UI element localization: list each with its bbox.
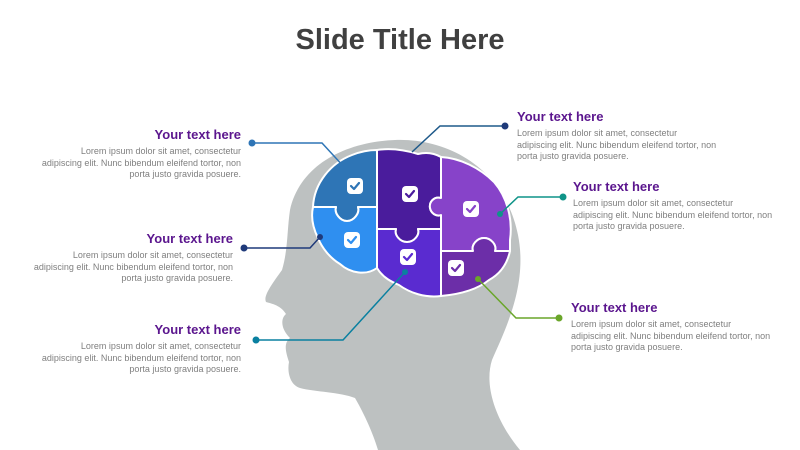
text-block-mid-right: Your text here Lorem ipsum dolor sit ame… (573, 179, 773, 233)
text-block-body: Lorem ipsum dolor sit amet, consectetur … (517, 128, 717, 161)
text-block-heading: Your text here (517, 109, 604, 124)
connectors (240, 122, 567, 344)
connector-dot-icon (559, 193, 567, 201)
text-block-heading: Your text here (573, 179, 660, 194)
text-block-mid-left: Your text here Lorem ipsum dolor sit ame… (33, 231, 233, 285)
check-badges (344, 178, 479, 276)
connector-mid-left (240, 234, 323, 252)
text-block-body: Lorem ipsum dolor sit amet, consectetur … (41, 341, 241, 374)
check-badge-icon (463, 201, 479, 217)
connector-dot-icon (248, 139, 256, 147)
check-badge-icon (402, 186, 418, 202)
connector-dot-icon (240, 244, 248, 252)
connector-dot-icon (497, 211, 503, 217)
text-block-heading: Your text here (154, 322, 241, 337)
check-badge-icon (448, 260, 464, 276)
connector-bottom-left (252, 269, 408, 344)
connector-dot-icon (252, 336, 260, 344)
text-block-heading: Your text here (146, 231, 233, 246)
text-block-heading: Your text here (571, 300, 658, 315)
connector-bottom-right (475, 276, 563, 322)
connector-dot-icon (402, 269, 408, 275)
slide-title: Slide Title Here (295, 24, 505, 56)
brain-puzzle (311, 148, 512, 298)
connector-dot-icon (317, 234, 323, 240)
text-block-body: Lorem ipsum dolor sit amet, consectetur … (33, 250, 233, 283)
connector-dot-icon (555, 314, 563, 322)
connector-top-right (411, 122, 509, 153)
connector-dot-icon (475, 276, 481, 282)
text-block-heading: Your text here (154, 127, 241, 142)
text-block-body: Lorem ipsum dolor sit amet, consectetur … (41, 146, 241, 179)
text-block-bottom-right: Your text here Lorem ipsum dolor sit ame… (571, 300, 771, 354)
connector-mid-right (497, 193, 567, 217)
connector-top-left (248, 139, 346, 169)
text-block-bottom-left: Your text here Lorem ipsum dolor sit ame… (41, 322, 241, 376)
text-block-top-left: Your text here Lorem ipsum dolor sit ame… (41, 127, 241, 181)
connector-dot-icon (501, 122, 509, 130)
puzzle-piece-bottom-right (440, 237, 511, 297)
text-block-body: Lorem ipsum dolor sit amet, consectetur … (571, 319, 771, 352)
text-block-top-right: Your text here Lorem ipsum dolor sit ame… (517, 109, 717, 163)
text-block-body: Lorem ipsum dolor sit amet, consectetur … (573, 198, 773, 231)
check-badge-icon (344, 232, 360, 248)
check-badge-icon (400, 249, 416, 265)
check-badge-icon (347, 178, 363, 194)
